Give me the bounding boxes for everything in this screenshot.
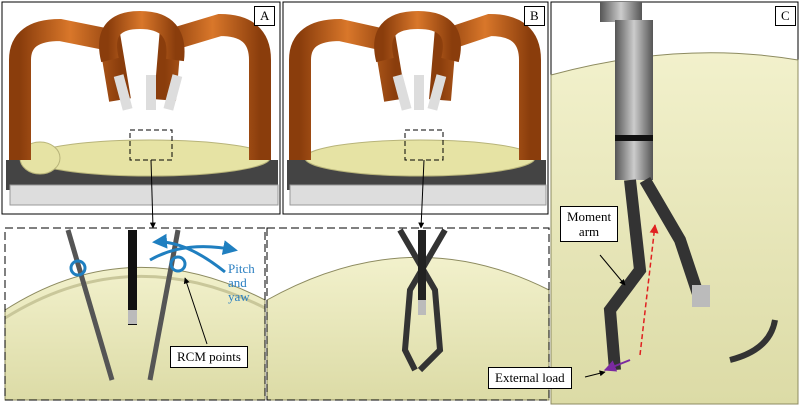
panel-b-robot-scene — [282, 1, 549, 229]
panel-a-cavity-view — [4, 227, 266, 401]
arm-text: arm — [578, 224, 600, 239]
panel-a-robot-scene — [1, 1, 281, 229]
yaw-text: yaw — [228, 289, 250, 304]
pitch-text: Pitch — [228, 261, 255, 276]
panel-label-c: C — [775, 6, 796, 26]
external-load-callout: External load — [488, 367, 572, 389]
rcm-points-callout: RCM points — [170, 346, 248, 368]
moment-text: Moment — [567, 209, 612, 224]
panel-label-a: A — [254, 6, 276, 26]
pitch-yaw-label: Pitch and yaw — [228, 262, 255, 304]
moment-arm-callout: Moment arm — [560, 206, 619, 242]
panel-c-instrument-closeup — [550, 1, 799, 405]
and-text: and — [228, 275, 247, 290]
panel-label-b: B — [524, 6, 545, 26]
